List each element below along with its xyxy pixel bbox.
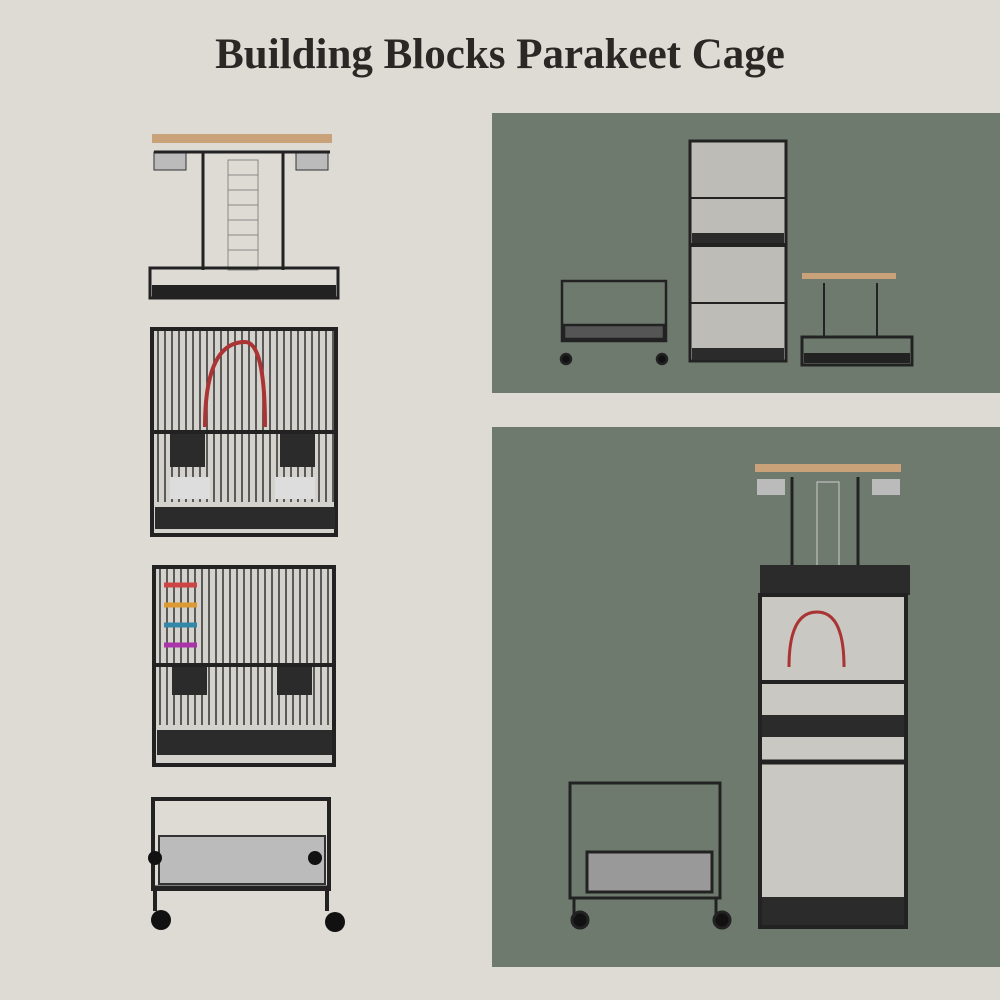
page-title: Building Blocks Parakeet Cage: [215, 31, 785, 78]
perch-top-image: [148, 130, 342, 305]
perch-small: [800, 273, 914, 367]
stand-small: [559, 279, 669, 366]
stand-assembled: [568, 781, 732, 930]
lower-cage-image: [152, 565, 336, 769]
upper-cage-image: [150, 327, 340, 539]
components-panel: [492, 113, 1000, 393]
stacked-cages-small: [688, 139, 788, 363]
rolling-stand-image: [145, 796, 351, 938]
tower-assembled: [755, 464, 910, 929]
assembled-panel: [492, 427, 1000, 967]
